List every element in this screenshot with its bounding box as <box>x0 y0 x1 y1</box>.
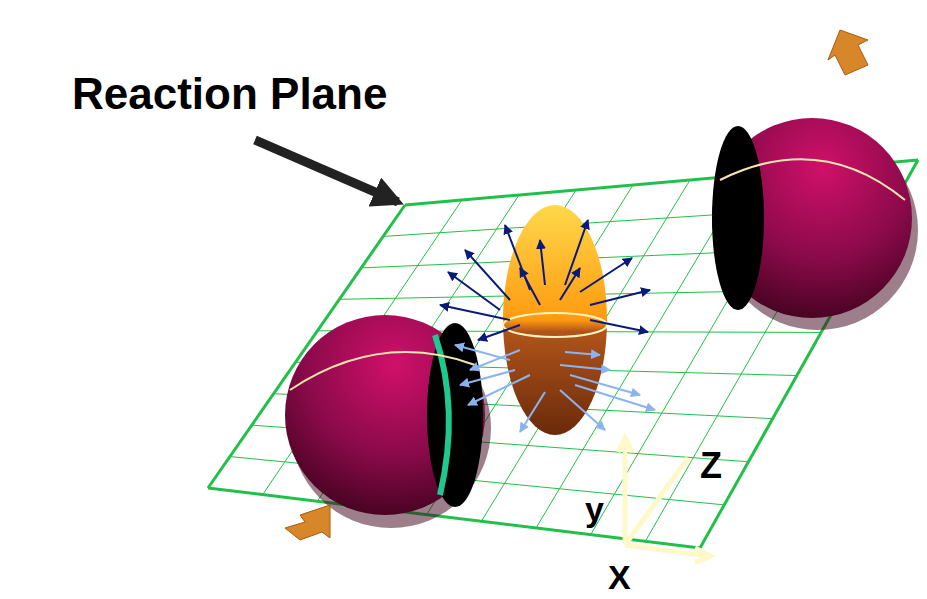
flow-arrow <box>580 258 632 292</box>
flow-arrow <box>560 390 605 430</box>
flow-arrow <box>440 305 510 320</box>
plane-label: Reaction Plane <box>72 72 387 116</box>
flow-arrow <box>520 268 540 305</box>
flow-arrow <box>520 392 545 432</box>
flow-arrow <box>590 320 648 332</box>
axes <box>618 438 710 563</box>
flow-arrow <box>570 375 640 395</box>
flow-arrows <box>440 220 655 432</box>
nucleus-right <box>712 118 918 330</box>
pointer-arrow <box>255 140 398 202</box>
flow-arrow <box>478 325 520 340</box>
flow-arrow <box>468 375 530 405</box>
axis-label: Z <box>700 448 722 484</box>
flow-arrow <box>465 250 510 300</box>
axis-label: X <box>608 560 631 594</box>
flow-arrow <box>590 290 650 305</box>
flow-arrow <box>565 352 600 355</box>
axis-label: y <box>585 492 604 526</box>
flow-arrow <box>460 370 515 385</box>
flow-arrow <box>560 365 610 370</box>
grid-line <box>481 180 690 521</box>
beam-arrow <box>828 30 868 75</box>
flow-arrow <box>470 350 520 370</box>
grid-line <box>427 185 633 515</box>
beam-arrow <box>285 505 330 540</box>
flow-arrow <box>448 272 500 310</box>
flow-arrow <box>540 240 545 285</box>
flow-arrow <box>560 268 580 300</box>
flow-arrow <box>575 385 655 410</box>
